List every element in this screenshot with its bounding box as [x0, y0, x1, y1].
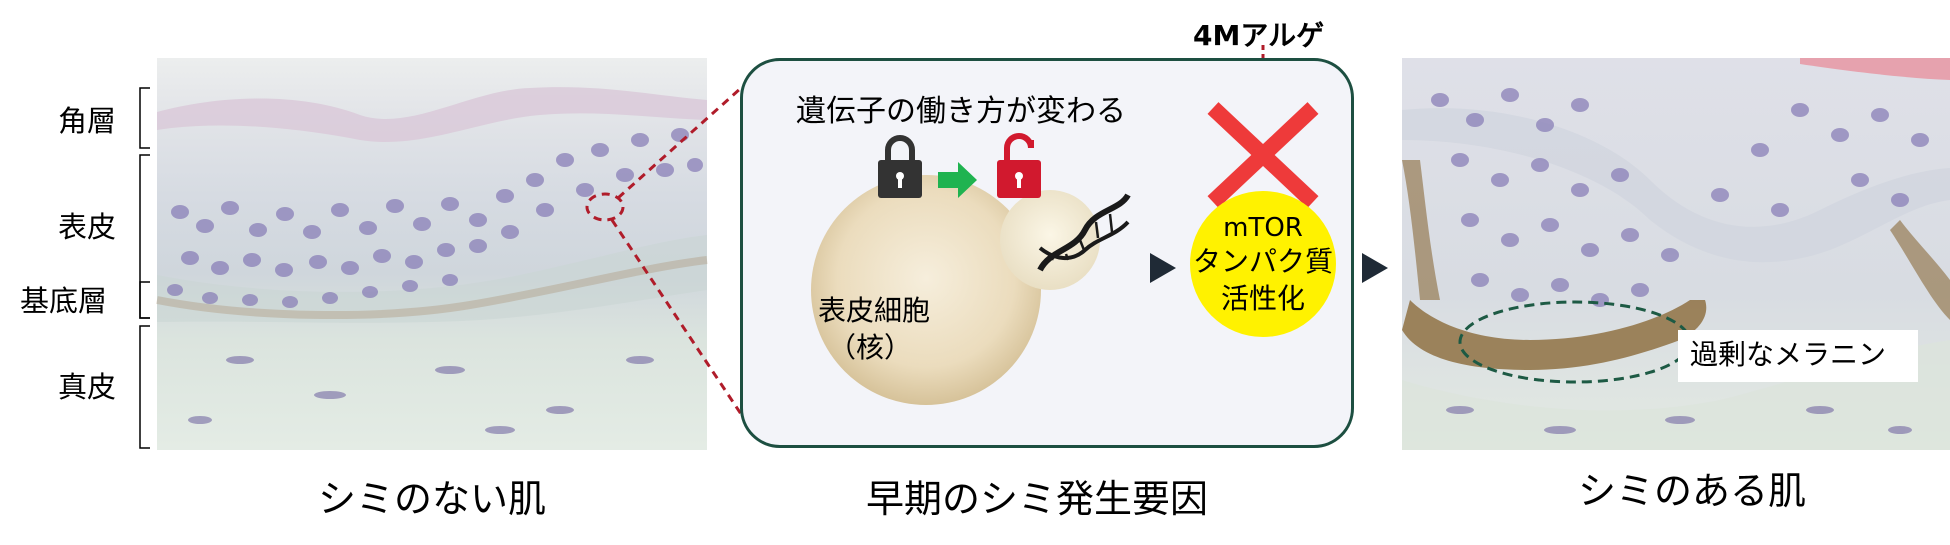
caption-early-spot-factors: 早期のシミ発生要因: [866, 477, 1209, 521]
unlocked-padlock-icon: [997, 133, 1041, 198]
triangle-arrow-icon: [1362, 253, 1388, 283]
locked-padlock-icon: [878, 135, 922, 198]
protein-circle: [1190, 191, 1336, 337]
dna-icon: [1037, 193, 1131, 272]
label-basal-layer: 基底層: [20, 284, 108, 318]
excess-melanin-label: 過剰なメラニン: [1690, 338, 1887, 371]
normal-skin-image: [156, 58, 708, 450]
green-arrow-icon: [938, 162, 977, 198]
label-stratum-corneum: 角層: [58, 104, 117, 138]
cell-label: 表皮細胞: [818, 294, 931, 327]
caption-spot-skin: シミのある肌: [1578, 469, 1807, 513]
triangle-arrow-icon: [1150, 253, 1176, 283]
layer-brackets: [139, 87, 150, 449]
gene-change-text: 遺伝子の働き方が変わる: [796, 94, 1126, 129]
cell-nucleus: [1000, 190, 1100, 290]
label-epidermis: 表皮: [58, 210, 117, 244]
protein-line2: タンパク質: [1193, 245, 1334, 278]
protein-line1: mTOR: [1223, 213, 1303, 243]
cross-icon: [1207, 102, 1319, 208]
spotted-skin-image: [1402, 58, 1950, 450]
cell-body: [811, 175, 1041, 405]
excess-melanin-box: [1678, 330, 1918, 382]
inhibitor-label: 4Mアルゲ: [1193, 19, 1325, 52]
zoom-indicator: [585, 78, 751, 421]
caption-no-spot-skin: シミのない肌: [318, 477, 547, 521]
label-dermis: 真皮: [58, 370, 117, 404]
cell-label-nucleus: （核）: [828, 331, 913, 364]
protein-line3: 活性化: [1220, 282, 1305, 315]
